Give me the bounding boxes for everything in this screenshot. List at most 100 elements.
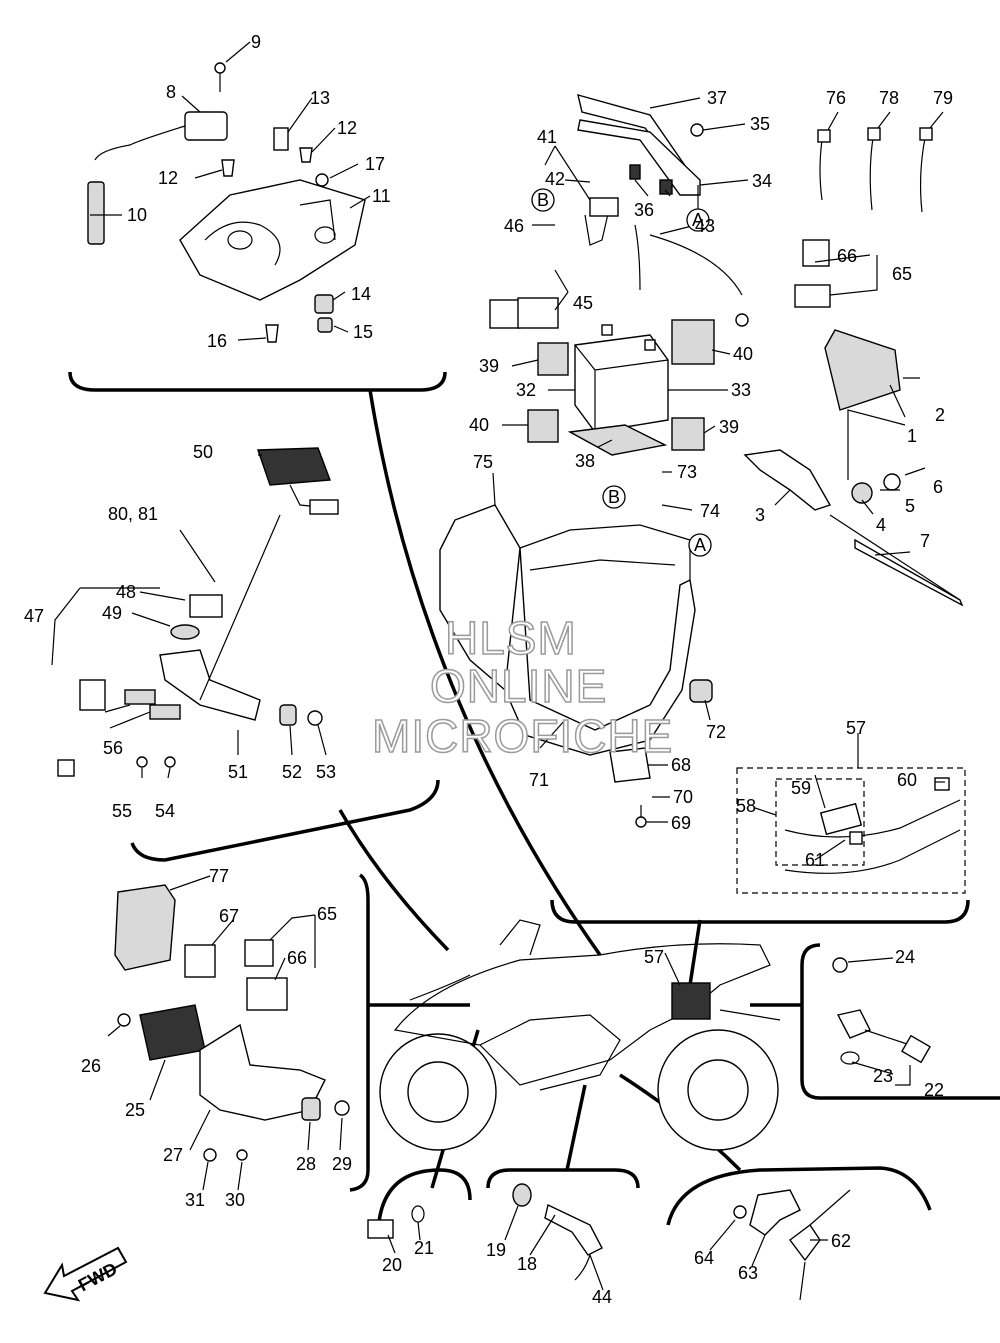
callout-number: 77 bbox=[209, 866, 229, 886]
sensors-assembly bbox=[367, 957, 931, 1301]
callout-number: 40 bbox=[733, 344, 753, 364]
callout-number: 64 bbox=[694, 1248, 714, 1268]
callout-number: 3 bbox=[755, 505, 765, 525]
callout-number: 29 bbox=[332, 1154, 352, 1174]
watermark: HLSM ONLINE MICROFICHE bbox=[371, 611, 673, 763]
callout-number: 50 bbox=[193, 442, 213, 462]
watermark-line-1: HLSM bbox=[445, 612, 577, 664]
callout-number: 62 bbox=[831, 1231, 851, 1251]
callout-number: 48 bbox=[116, 582, 136, 602]
cable-ties bbox=[817, 127, 933, 213]
callout-number: 44 bbox=[592, 1287, 612, 1307]
callout-number: 23 bbox=[873, 1066, 893, 1086]
callout-number: 69 bbox=[671, 813, 691, 833]
rectifier-relay-assembly bbox=[114, 884, 350, 1162]
callout-number: 35 bbox=[750, 114, 770, 134]
callout-number: 22 bbox=[924, 1080, 944, 1100]
ref-mark-a: A bbox=[694, 535, 706, 555]
callout-number: 10 bbox=[127, 205, 147, 225]
callout-number: 6 bbox=[933, 477, 943, 497]
reference-marks: A B A B bbox=[531, 188, 712, 557]
callout-number: 56 bbox=[103, 738, 123, 758]
callout-number: 33 bbox=[731, 380, 751, 400]
callout-number: 45 bbox=[573, 293, 593, 313]
callout-number: 34 bbox=[752, 171, 772, 191]
callout-number: 12 bbox=[337, 118, 357, 138]
callout-number: 72 bbox=[706, 722, 726, 742]
callout-number: 17 bbox=[365, 154, 385, 174]
ref-mark-b: B bbox=[608, 487, 620, 507]
callout-number: 63 bbox=[738, 1263, 758, 1283]
callout-number: 57 bbox=[846, 718, 866, 738]
callout-number: 39 bbox=[719, 417, 739, 437]
callout-number: 2 bbox=[935, 405, 945, 425]
callout-number: 24 bbox=[895, 947, 915, 967]
callout-number: 28 bbox=[296, 1154, 316, 1174]
callout-number: 14 bbox=[351, 284, 371, 304]
callout-number: 5 bbox=[905, 496, 915, 516]
battery-assembly bbox=[489, 94, 749, 456]
callout-number: 9 bbox=[251, 32, 261, 52]
callout-number: 67 bbox=[219, 906, 239, 926]
callout-number: 79 bbox=[933, 88, 953, 108]
callout-number: 60 bbox=[897, 770, 917, 790]
ref-mark-a: A bbox=[692, 210, 704, 230]
ignition-coil-assembly bbox=[87, 62, 366, 343]
callout-number: 65 bbox=[317, 904, 337, 924]
callout-number: 41 bbox=[537, 127, 557, 147]
callout-number: 13 bbox=[310, 88, 330, 108]
callout-number: 75 bbox=[473, 452, 493, 472]
callout-number: 59 bbox=[791, 778, 811, 798]
callout-number: 46 bbox=[504, 216, 524, 236]
callout-number: 66 bbox=[287, 948, 307, 968]
callout-number: 11 bbox=[372, 186, 391, 206]
callout-number: 39 bbox=[479, 356, 499, 376]
atv-overview-drawing bbox=[379, 919, 781, 1151]
callout-number: 12 bbox=[158, 168, 178, 188]
callout-number: 25 bbox=[125, 1100, 145, 1120]
leader-lines bbox=[51, 41, 945, 1291]
callout-number: 55 bbox=[112, 801, 132, 821]
callout-number: 18 bbox=[517, 1254, 537, 1274]
callout-number: 74 bbox=[700, 501, 720, 521]
watermark-line-2: ONLINE bbox=[430, 660, 607, 712]
callout-number: 36 bbox=[634, 200, 654, 220]
callout-number: 20 bbox=[382, 1255, 402, 1275]
callout-number: 51 bbox=[228, 762, 248, 782]
main-switch-assembly bbox=[57, 447, 339, 777]
callout-number: 57 bbox=[644, 947, 664, 967]
callout-number: 70 bbox=[673, 787, 693, 807]
callout-number: 21 bbox=[414, 1238, 434, 1258]
watermark-line-3: MICROFICHE bbox=[372, 710, 673, 762]
callout-number: 49 bbox=[102, 603, 122, 623]
callout-number: 7 bbox=[920, 531, 930, 551]
ecu-location-marker bbox=[671, 982, 711, 1020]
callout-number: 32 bbox=[516, 380, 536, 400]
callout-numbers: 9 8 13 12 12 17 11 10 14 15 16 37 35 34 … bbox=[24, 32, 953, 1307]
callout-number: 43 bbox=[695, 216, 715, 236]
callout-number: 53 bbox=[316, 762, 336, 782]
callout-number: 16 bbox=[207, 331, 227, 351]
ecu-bracket-assembly bbox=[743, 239, 964, 607]
callout-number: 40 bbox=[469, 415, 489, 435]
battery-box bbox=[439, 504, 713, 828]
callout-number: 30 bbox=[225, 1190, 245, 1210]
callout-number: 65 bbox=[892, 264, 912, 284]
callout-number: 80, 81 bbox=[108, 504, 158, 524]
callout-number: 31 bbox=[185, 1190, 205, 1210]
callout-number: 27 bbox=[163, 1145, 183, 1165]
callout-number: 58 bbox=[736, 796, 756, 816]
callout-number: 66 bbox=[837, 246, 857, 266]
wire-harness-detail bbox=[736, 767, 966, 894]
callout-number: 8 bbox=[166, 82, 176, 102]
callout-number: 78 bbox=[879, 88, 899, 108]
callout-number: 4 bbox=[876, 515, 886, 535]
callout-number: 68 bbox=[671, 755, 691, 775]
ref-mark-b: B bbox=[537, 190, 549, 210]
callout-number: 42 bbox=[545, 169, 565, 189]
callout-number: 38 bbox=[575, 451, 595, 471]
callout-number: 26 bbox=[81, 1056, 101, 1076]
callout-number: 1 bbox=[907, 426, 917, 446]
forward-arrow: FWD bbox=[43, 1246, 128, 1302]
